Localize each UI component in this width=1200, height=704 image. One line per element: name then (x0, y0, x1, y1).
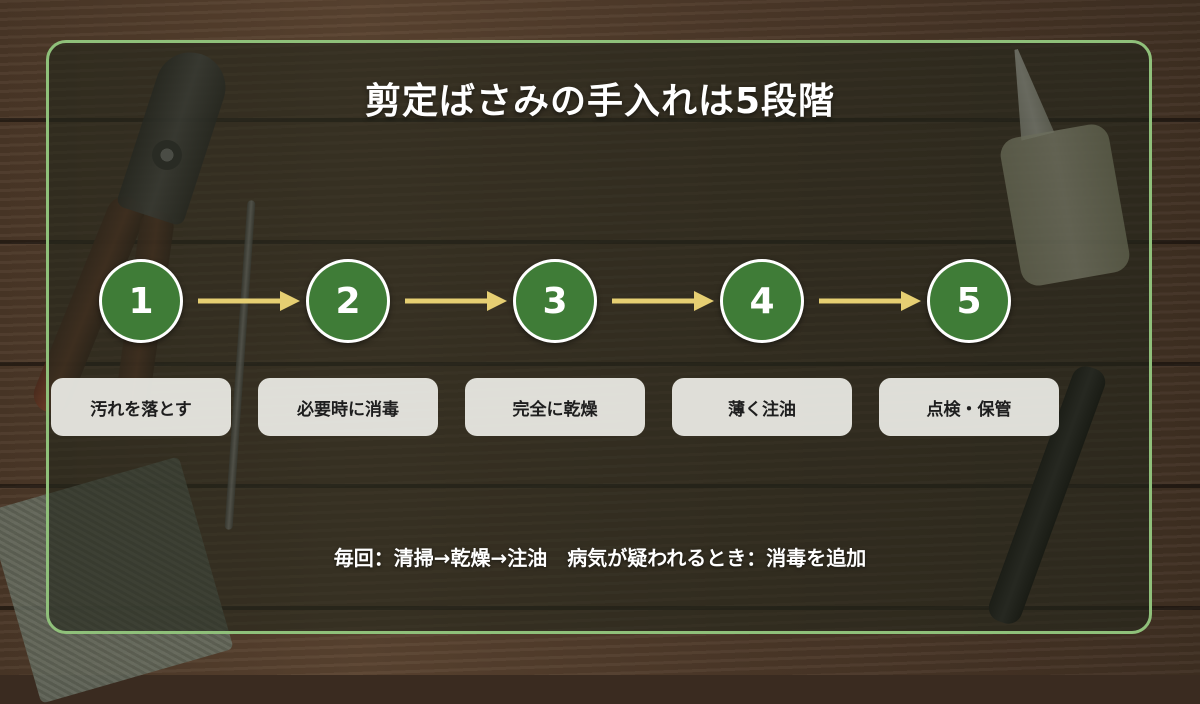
arrow-right-icon (612, 291, 714, 311)
step-5-label: 点検・保管 (879, 378, 1059, 436)
step-2-circle: 2 (306, 259, 390, 343)
step-3-label: 完全に乾燥 (465, 378, 645, 436)
step-1-label: 汚れを落とす (51, 378, 231, 436)
step-3-circle: 3 (513, 259, 597, 343)
step-4-circle: 4 (720, 259, 804, 343)
step-4-number: 4 (749, 280, 775, 322)
step-2-label: 必要時に消毒 (258, 378, 438, 436)
arrow-right-icon (198, 291, 300, 311)
step-5-circle: 5 (927, 259, 1011, 343)
step-1-circle: 1 (99, 259, 183, 343)
page-title: 剪定ばさみの手入れは5段階 (364, 81, 836, 122)
step-1-number: 1 (128, 280, 154, 322)
step-4-label: 薄く注油 (672, 378, 852, 436)
summary-note: 毎回：清掃→乾燥→注油 病気が疑われるとき：消毒を追加 (333, 546, 867, 570)
arrow-right-icon (819, 291, 921, 311)
step-5-number: 5 (956, 280, 982, 322)
step-3-number: 3 (542, 280, 568, 322)
step-2-number: 2 (335, 280, 361, 322)
arrow-right-icon (405, 291, 507, 311)
